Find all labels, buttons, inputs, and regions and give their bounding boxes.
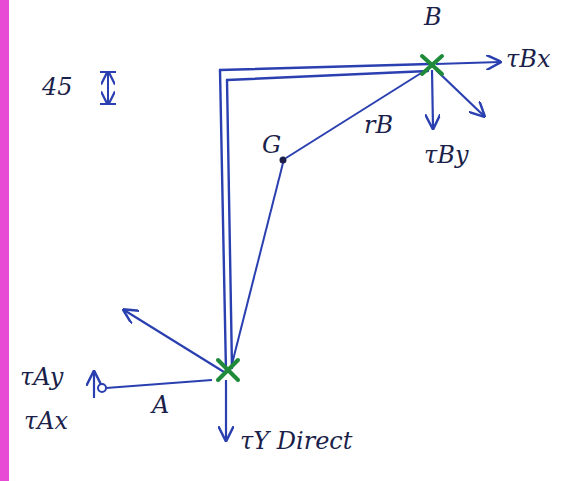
- dimension-value: 45: [42, 74, 73, 100]
- force-label: τAx: [24, 408, 68, 434]
- arrow-tail: [98, 384, 106, 392]
- force-label: τBy: [424, 142, 468, 168]
- force-label: τY Direct: [240, 428, 352, 454]
- dimension-45: [100, 72, 116, 104]
- force-arrows: [94, 62, 500, 440]
- force-label: τAy: [20, 364, 63, 390]
- radius-lines: [232, 70, 426, 364]
- margin-bar: [0, 0, 9, 481]
- point-label: B: [424, 4, 442, 30]
- radius-label: rB: [364, 112, 393, 138]
- support-cross: [218, 56, 442, 380]
- bracket-member: [220, 64, 430, 372]
- point-label: A: [152, 392, 169, 418]
- point-label: G: [262, 132, 281, 158]
- force-label: τBx: [506, 46, 550, 72]
